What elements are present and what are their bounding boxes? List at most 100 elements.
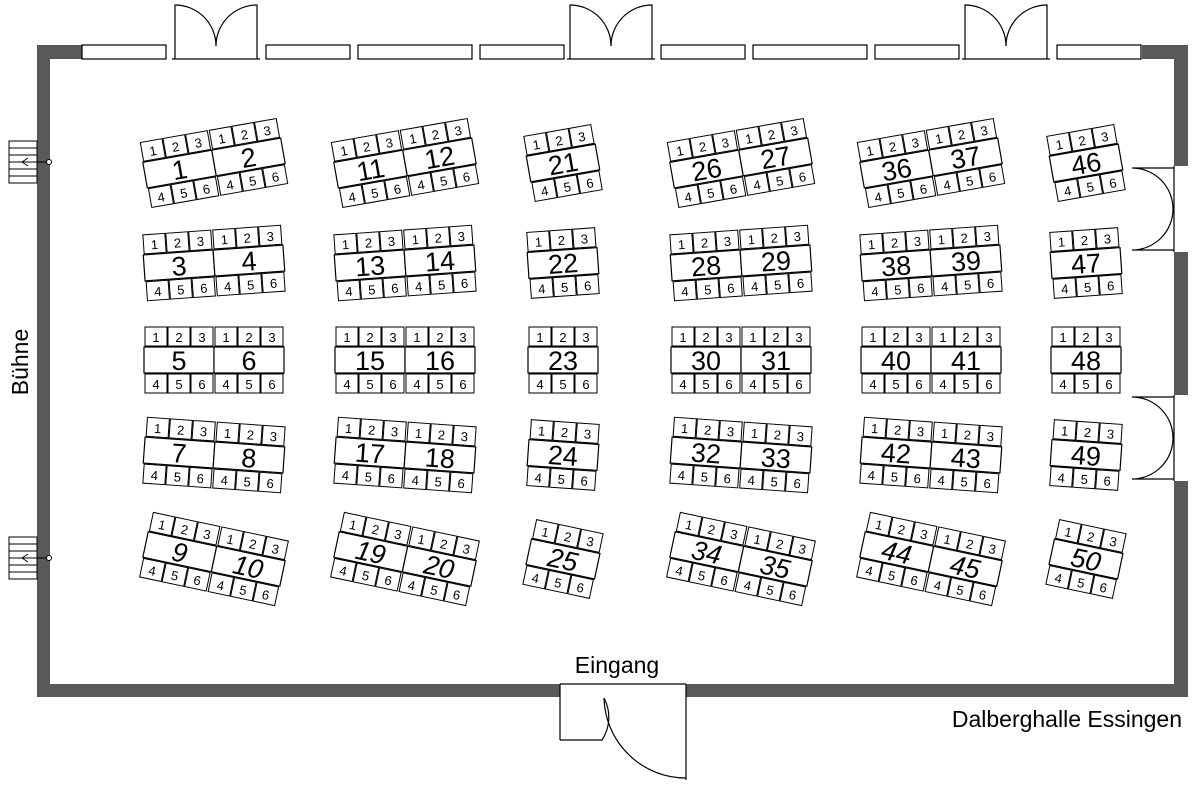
seat-number: 4 <box>530 570 540 586</box>
seat-number: 2 <box>773 427 781 442</box>
chair <box>359 418 384 440</box>
chair <box>1055 519 1082 544</box>
seat-number: 6 <box>200 281 208 296</box>
table-top <box>525 538 601 580</box>
chair <box>1091 124 1118 148</box>
chair <box>162 134 189 158</box>
seat-number: 1 <box>1063 524 1073 540</box>
chair <box>905 466 930 489</box>
chair <box>887 180 914 205</box>
chair <box>522 565 549 590</box>
seat-number: 2 <box>894 422 902 437</box>
seat-number: 5 <box>702 377 709 392</box>
chair <box>398 572 426 597</box>
seat-number: 2 <box>560 425 568 440</box>
chair <box>405 326 429 347</box>
seat-number: 3 <box>986 429 994 444</box>
chair <box>787 373 811 394</box>
chair <box>408 526 435 551</box>
chair <box>720 521 748 546</box>
chair <box>1095 469 1120 491</box>
chair <box>764 373 788 394</box>
chair <box>694 326 718 347</box>
table-number: 15 <box>355 346 385 376</box>
seat-number: 3 <box>196 234 204 249</box>
chair <box>214 373 238 394</box>
chair <box>191 419 216 442</box>
table-top <box>403 441 477 474</box>
seat-number: 2 <box>965 536 975 552</box>
chair <box>361 180 388 205</box>
seat-number: 4 <box>345 284 353 299</box>
seat-number: 2 <box>557 233 565 248</box>
seat-number: 5 <box>965 173 975 189</box>
seat-number: 2 <box>368 422 376 437</box>
seat-number: 4 <box>341 468 349 483</box>
chair <box>217 526 244 551</box>
chair <box>1049 466 1074 488</box>
chair <box>452 271 477 294</box>
stage-stairs <box>8 140 52 580</box>
chair <box>144 373 168 394</box>
seat-number: 3 <box>979 123 989 139</box>
seat-number: 4 <box>536 377 543 392</box>
table-top <box>1049 438 1123 472</box>
chair <box>908 276 933 299</box>
chair <box>734 572 762 597</box>
chair <box>1100 528 1127 553</box>
chair <box>675 511 703 537</box>
chair <box>549 228 574 251</box>
seat-number: 2 <box>559 330 566 345</box>
seat-number: 3 <box>915 330 922 345</box>
chair <box>741 326 765 347</box>
chair <box>1052 419 1077 441</box>
seat-number: 6 <box>584 278 592 293</box>
chair <box>1051 373 1075 394</box>
seat-number: 6 <box>915 377 922 392</box>
seat-number: 2 <box>888 139 898 155</box>
seat-number: 2 <box>179 522 189 538</box>
chair <box>1077 523 1105 549</box>
seat-number: 3 <box>793 229 801 244</box>
seat-number: 1 <box>341 237 349 252</box>
chair <box>1077 174 1104 198</box>
seat-number: 4 <box>222 377 229 392</box>
chair <box>379 229 404 252</box>
seat-number: 6 <box>795 377 802 392</box>
seat-number: 2 <box>1083 425 1091 440</box>
seat-number: 5 <box>894 282 902 297</box>
top-doors <box>172 4 1050 60</box>
chair <box>955 423 980 445</box>
chair <box>239 531 267 556</box>
table-number: 8 <box>240 443 257 474</box>
table-top <box>739 244 813 277</box>
seat-number: 1 <box>750 426 758 441</box>
chair <box>231 121 258 146</box>
seat-number: 6 <box>266 476 274 491</box>
seat-number: 5 <box>245 377 252 392</box>
chair <box>216 172 243 196</box>
chair <box>356 231 381 253</box>
chair <box>403 468 428 491</box>
seat-number: 2 <box>248 536 258 552</box>
seat-number: 6 <box>389 377 396 392</box>
seat-number: 5 <box>1082 377 1089 392</box>
seat-number: 6 <box>909 572 919 588</box>
chair <box>934 526 961 551</box>
seat-number: 3 <box>725 330 732 345</box>
chair <box>551 326 575 347</box>
table-number: 16 <box>425 346 455 376</box>
chair <box>330 557 357 583</box>
seat-number: 4 <box>867 468 875 483</box>
chair <box>1052 277 1077 299</box>
chair <box>884 326 908 347</box>
chair <box>1090 574 1117 599</box>
chair <box>575 274 600 296</box>
